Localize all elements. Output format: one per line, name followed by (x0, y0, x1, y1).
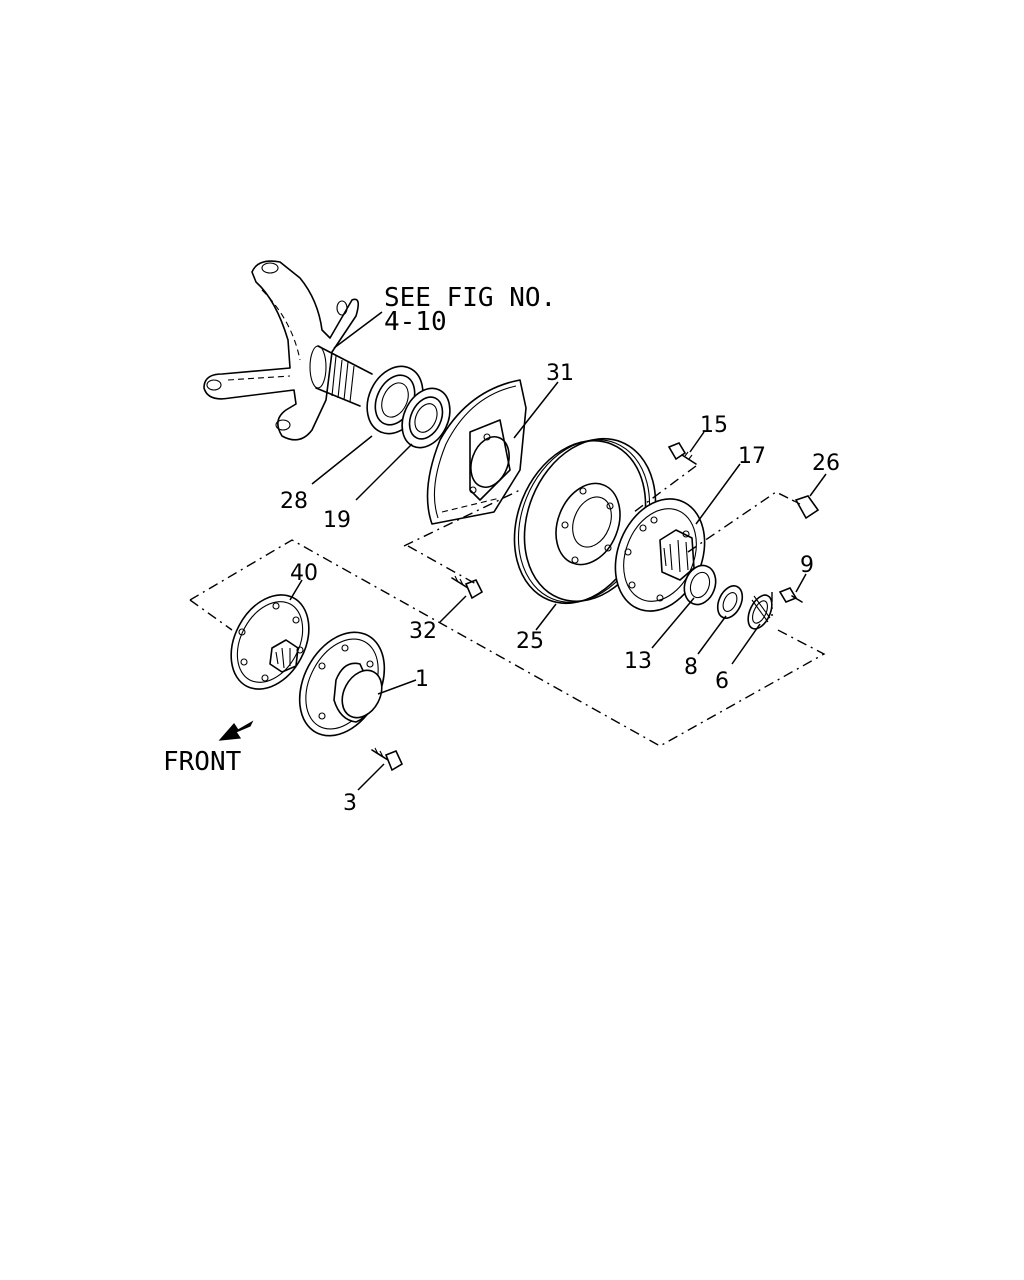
front-arrow-icon (218, 720, 254, 741)
callout-6: 6 (715, 669, 729, 694)
bolt-32 (451, 575, 484, 600)
bolt-3 (371, 747, 404, 772)
callout-28: 28 (280, 489, 308, 514)
callout-13: 13 (624, 649, 652, 674)
callout-1: 1 (415, 667, 429, 692)
callout-15: 15 (700, 413, 728, 438)
callout-32: 32 (409, 619, 437, 644)
callout-19: 19 (323, 508, 351, 533)
callout-17: 17 (738, 444, 766, 469)
hub-cap-1 (298, 631, 386, 737)
bolt-26 (791, 495, 820, 520)
screw-9 (778, 587, 803, 603)
dust-shield-31 (426, 379, 527, 525)
drive-flange-40 (230, 594, 310, 690)
callout-9: 9 (800, 553, 814, 578)
callout-40: 40 (290, 561, 318, 586)
assembly-lines (189, 465, 826, 747)
callout-31: 31 (546, 361, 574, 386)
see-fig-note-line2: 4-10 (384, 307, 447, 337)
bolt-15 (667, 442, 697, 465)
leader-lines (289, 311, 827, 791)
callout-8: 8 (684, 655, 698, 680)
callout-25: 25 (516, 629, 544, 654)
steering-knuckle (203, 260, 373, 441)
callout-3: 3 (343, 791, 357, 816)
see-fig-note-line1: SEE FIG NO. (384, 283, 556, 313)
lock-washer-6 (747, 594, 773, 630)
bearing-19 (401, 387, 451, 449)
washer-8 (716, 585, 744, 619)
callout-26: 26 (812, 451, 840, 476)
front-label: FRONT (163, 747, 242, 777)
bearing-13 (683, 564, 717, 606)
